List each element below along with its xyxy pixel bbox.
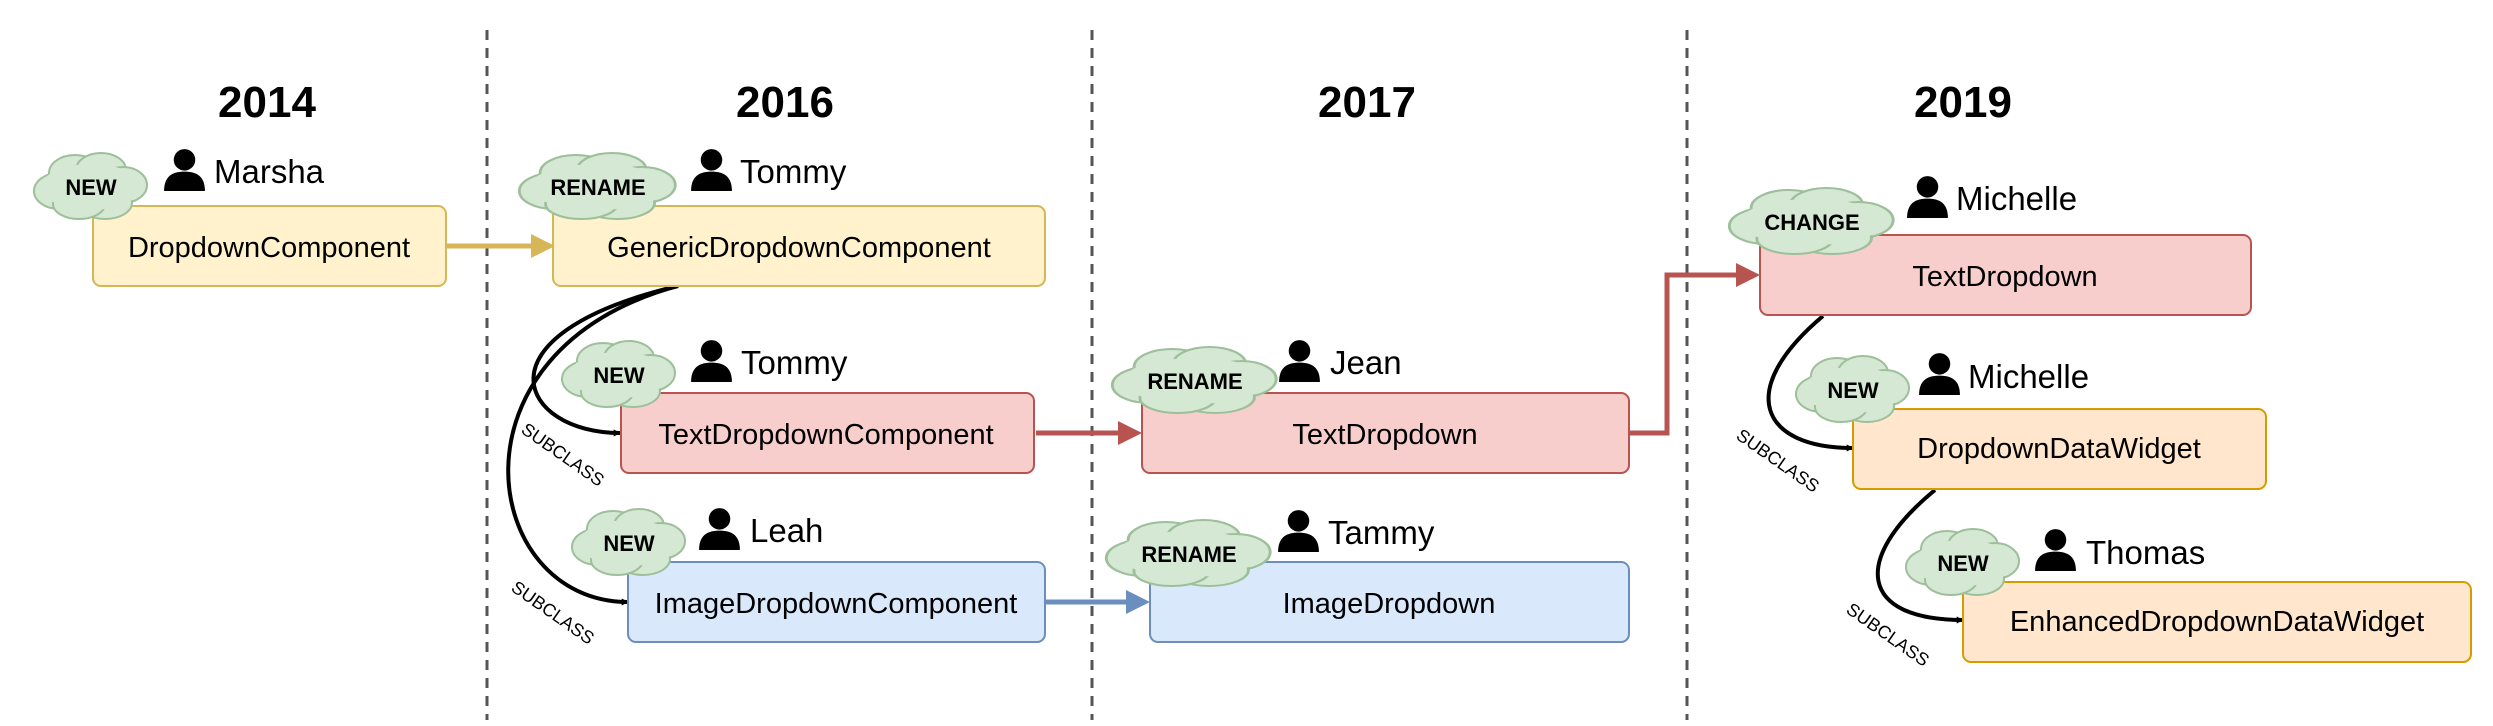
edge-dropdown-to-generic-head [531,234,555,258]
cloud-tag [1110,346,1278,414]
year-headers: 2014 2016 2017 2019 [218,78,2012,127]
user-icon [691,340,732,382]
year-2014: 2014 [218,78,316,127]
edge-textdropdowncomponent-to-textdropdown-head [1118,421,1142,445]
component-label: TextDropdown [1912,261,2097,293]
author-label: Leah [750,512,823,549]
user-icon [699,508,740,550]
cloud-tag-label: NEW [593,363,645,388]
edge-imagedropdowncomponent-to-imagedropdown-head [1126,590,1150,614]
component-box [552,205,1046,287]
user-icon [1278,510,1319,552]
cloud-tag [1727,187,1895,255]
component-label: ImageDropdownComponent [655,588,1018,620]
component-label: DropdownComponent [128,232,410,264]
author-label: Tammy [1328,514,1435,551]
user-icon [164,149,205,191]
author-label: Michelle [1956,180,2077,217]
author-label: Michelle [1968,358,2089,395]
cloud-tag: NEW [561,340,676,408]
cloud-tag: NEW [33,152,148,220]
subclass-label-2: SUBCLASS [508,577,598,648]
subclass-label-3: SUBCLASS [1733,425,1823,496]
subclass-label-4: SUBCLASS [1843,599,1933,670]
author-label: Jean [1330,344,1402,381]
timeline-dividers [485,30,1689,720]
year-2017: 2017 [1318,78,1416,127]
component-imagedropdown-2017[interactable]: ImageDropdown RENAME Tammy [1104,510,1630,643]
component-dropdowndatawidget[interactable]: DropdownDataWidget NEW Michelle [1795,353,2267,490]
component-label: GenericDropdownComponent [607,232,991,264]
year-2019: 2019 [1914,78,2012,127]
component-label: TextDropdown [1292,419,1477,451]
component-genericdropdowncomponent[interactable]: GenericDropdownComponent RENAME Tommy [517,149,1046,287]
user-icon [1907,176,1948,218]
component-label: EnhancedDropdownDataWidget [2010,606,2424,638]
component-box [92,205,447,287]
cloud-tag-label: RENAME [550,175,645,200]
edge-subclass-generic-to-image [506,284,679,606]
component-textdropdown-2019[interactable]: TextDropdown CHANGE Michelle [1727,176,2252,316]
cloud-tag-label: CHANGE [1764,210,1859,235]
user-icon [2035,529,2076,571]
component-textdropdowncomponent[interactable]: TextDropdownComponent NEW Tommy [561,340,1035,474]
component-nodes: DropdownComponent NEW Marsha GenericDrop… [33,149,2472,663]
cloud-tag-label: NEW [65,175,117,200]
component-box [1149,561,1630,643]
cloud-tag-label: NEW [1937,551,1989,576]
component-box [620,392,1035,474]
user-icon [1279,340,1320,382]
user-icon [691,149,732,191]
component-label: ImageDropdown [1283,588,1496,620]
component-box [627,561,1046,643]
year-2016: 2016 [736,78,834,127]
cloud-tag [517,152,677,220]
cloud-tag-label: NEW [1827,378,1879,403]
edge-subclass-datawidget-to-enhanced [1875,488,1964,624]
cloud-tag-label: NEW [603,531,655,556]
component-imagedropdowncomponent[interactable]: ImageDropdownComponent NEW Leah [571,508,1046,643]
cloud-tag: NEW [1795,355,1910,423]
cloud-tag [1104,519,1272,587]
component-box [1141,392,1630,474]
component-label: TextDropdownComponent [658,419,993,451]
cloud-tag: NEW [571,508,686,576]
cloud-tag-label: RENAME [1141,542,1236,567]
cloud-tag: NEW [1905,528,2020,596]
component-label: DropdownDataWidget [1917,433,2201,465]
component-textdropdown-2017[interactable]: TextDropdown RENAME Jean [1110,340,1630,474]
edge-textdropdown-to-textdropdown-2019 [1629,272,1740,436]
edge-subclass-generic-to-text [531,284,679,437]
component-box [1759,234,2252,316]
component-box [1962,581,2472,663]
author-label: Thomas [2086,534,2205,571]
user-icon [1919,353,1960,395]
author-label: Tommy [741,344,848,381]
edge-textdropdown-to-textdropdown-2019-head [1736,263,1760,287]
author-label: Marsha [214,153,325,190]
cloud-tag-label: RENAME [1147,369,1242,394]
component-dropdowncomponent[interactable]: DropdownComponent NEW Marsha [33,149,447,287]
component-enhanceddropdowndatawidget[interactable]: EnhancedDropdownDataWidget NEW Thomas [1905,528,2472,663]
component-box [1852,408,2267,490]
edge-subclass-textdropdown-to-datawidget [1766,314,1854,452]
author-label: Tommy [740,153,847,190]
